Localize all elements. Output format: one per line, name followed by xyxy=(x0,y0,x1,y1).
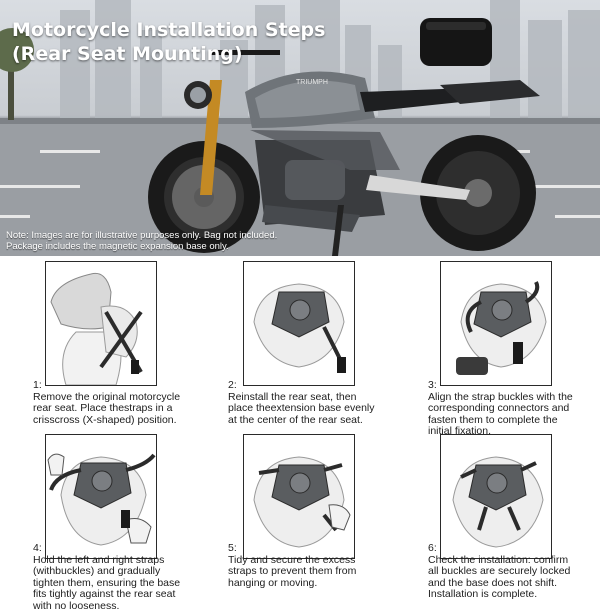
seat-illustration xyxy=(441,435,551,558)
buckle xyxy=(456,357,488,375)
step-2-number: 2: xyxy=(228,380,378,392)
hand-icon xyxy=(329,505,350,530)
step-1-image xyxy=(45,261,157,386)
hero-photo: TRIUMPH Motorcycle Installation Steps (R… xyxy=(0,0,600,256)
step-6-image xyxy=(440,434,552,559)
hand-icon xyxy=(48,454,64,475)
bike-brand-logo: TRIUMPH xyxy=(296,79,328,86)
step-2-image xyxy=(243,261,355,386)
step-3-description: Align the strap buckles with the corresp… xyxy=(428,392,578,438)
step-1-description: Remove the original motorcycle rear seat… xyxy=(33,392,183,427)
step-4-image xyxy=(45,434,157,559)
step-5-image xyxy=(243,434,355,559)
step-5-description: Tidy and secure the excess straps to pre… xyxy=(228,555,378,590)
step-6-text: 6: Check the installation: confirm all b… xyxy=(428,543,578,601)
step-5-number: 5: xyxy=(228,543,378,555)
step-3-text: 3: Align the strap buckles with the corr… xyxy=(428,380,578,438)
note-line-2: Package includes the magnetic expansion … xyxy=(6,241,277,252)
step-3-number: 3: xyxy=(428,380,578,392)
seat-illustration xyxy=(244,262,354,385)
seat-illustration xyxy=(244,435,354,558)
step-2-description: Reinstall the rear seat, then place thee… xyxy=(228,392,378,427)
step-6-number: 6: xyxy=(428,543,578,555)
disclaimer-note: Note: Images are for illustrative purpos… xyxy=(6,230,277,252)
page-title: Motorcycle Installation Steps (Rear Seat… xyxy=(12,18,325,66)
step-2-text: 2: Reinstall the rear seat, then place t… xyxy=(228,380,378,426)
step-1-text: 1: Remove the original motorcycle rear s… xyxy=(33,380,183,426)
seat-illustration xyxy=(46,435,156,558)
note-line-1: Note: Images are for illustrative purpos… xyxy=(6,230,277,241)
step-4-number: 4: xyxy=(33,543,183,555)
step-1-number: 1: xyxy=(33,380,183,392)
step-6-description: Check the installation: confirm all buck… xyxy=(428,555,578,601)
buckle xyxy=(131,360,139,374)
seat-illustration xyxy=(46,262,156,385)
step-5-text: 5: Tidy and secure the excess straps to … xyxy=(228,543,378,589)
step-4-description: Hold the left and right straps (withbuck… xyxy=(33,555,183,612)
title-line-2: (Rear Seat Mounting) xyxy=(12,42,325,66)
title-line-1: Motorcycle Installation Steps xyxy=(12,18,325,42)
step-4-text: 4: Hold the left and right straps (withb… xyxy=(33,543,183,612)
seat-illustration xyxy=(441,262,551,385)
step-3-image xyxy=(440,261,552,386)
